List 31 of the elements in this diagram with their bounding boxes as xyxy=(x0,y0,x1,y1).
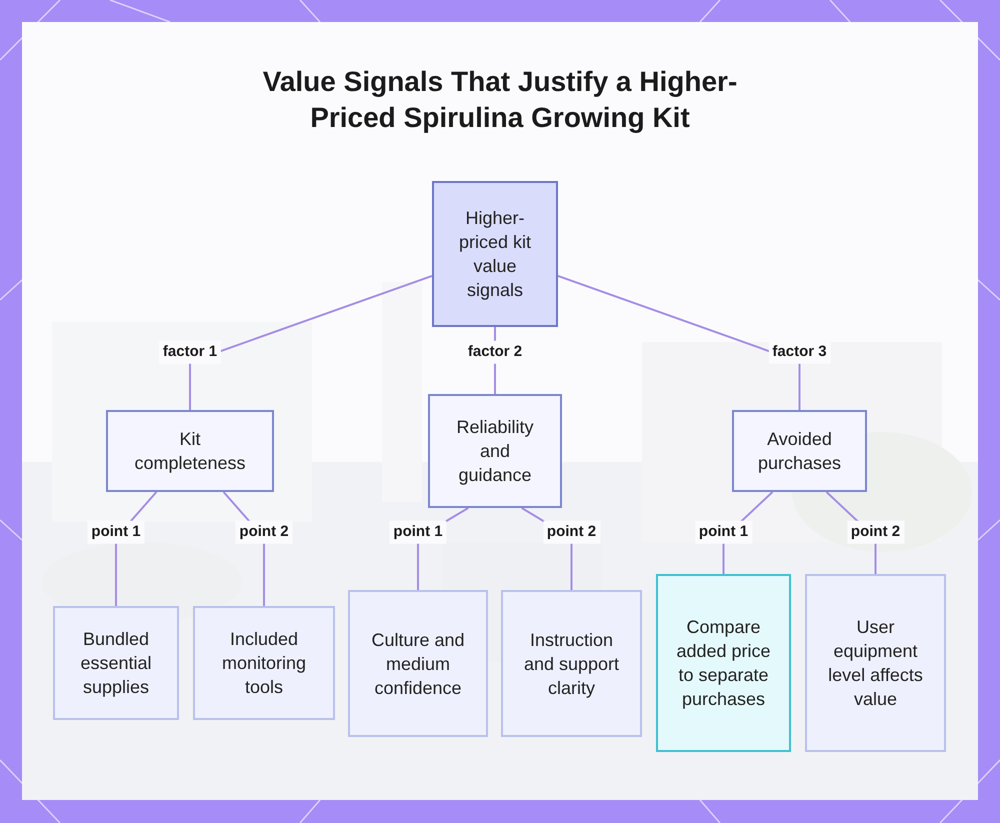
edge-label: point 1 xyxy=(694,520,752,544)
node-text: Reliability and guidance xyxy=(455,416,535,487)
node-box xyxy=(106,410,274,492)
node-box xyxy=(732,410,867,492)
edge-label: point 2 xyxy=(542,520,600,544)
edge-label: factor 3 xyxy=(768,340,831,364)
node-box xyxy=(432,181,558,327)
node-text: Compare added price to separate purchases xyxy=(675,616,772,711)
edge-label: point 1 xyxy=(87,520,145,544)
node-text: Instruction and support clarity xyxy=(522,628,620,700)
edge-label: point 2 xyxy=(235,520,293,544)
connector-line xyxy=(189,274,432,410)
edge-label: point 1 xyxy=(389,520,447,544)
node-text: User equipment level affects value xyxy=(827,616,924,711)
node-text: Bundled essential supplies xyxy=(79,628,153,699)
node-text: Avoided purchases xyxy=(756,428,842,475)
title: Value Signals That Justify a Higher-Priced Spirulina Growing Kit xyxy=(262,65,738,135)
node-box xyxy=(805,574,946,752)
node-box xyxy=(193,606,335,720)
node-box xyxy=(501,590,642,737)
connector-line xyxy=(558,274,800,410)
node-box xyxy=(348,590,488,737)
node-text: Higher-priced kit value signals xyxy=(458,207,532,302)
node-box xyxy=(428,394,562,508)
node-box xyxy=(53,606,179,720)
node-text: Culture and medium confidence xyxy=(370,628,466,700)
node-text: Kit completeness xyxy=(133,428,247,475)
node-box xyxy=(656,574,791,752)
node-text: Included monitoring tools xyxy=(220,628,308,699)
edge-label: point 2 xyxy=(846,520,904,544)
edge-label: factor 1 xyxy=(158,340,222,364)
